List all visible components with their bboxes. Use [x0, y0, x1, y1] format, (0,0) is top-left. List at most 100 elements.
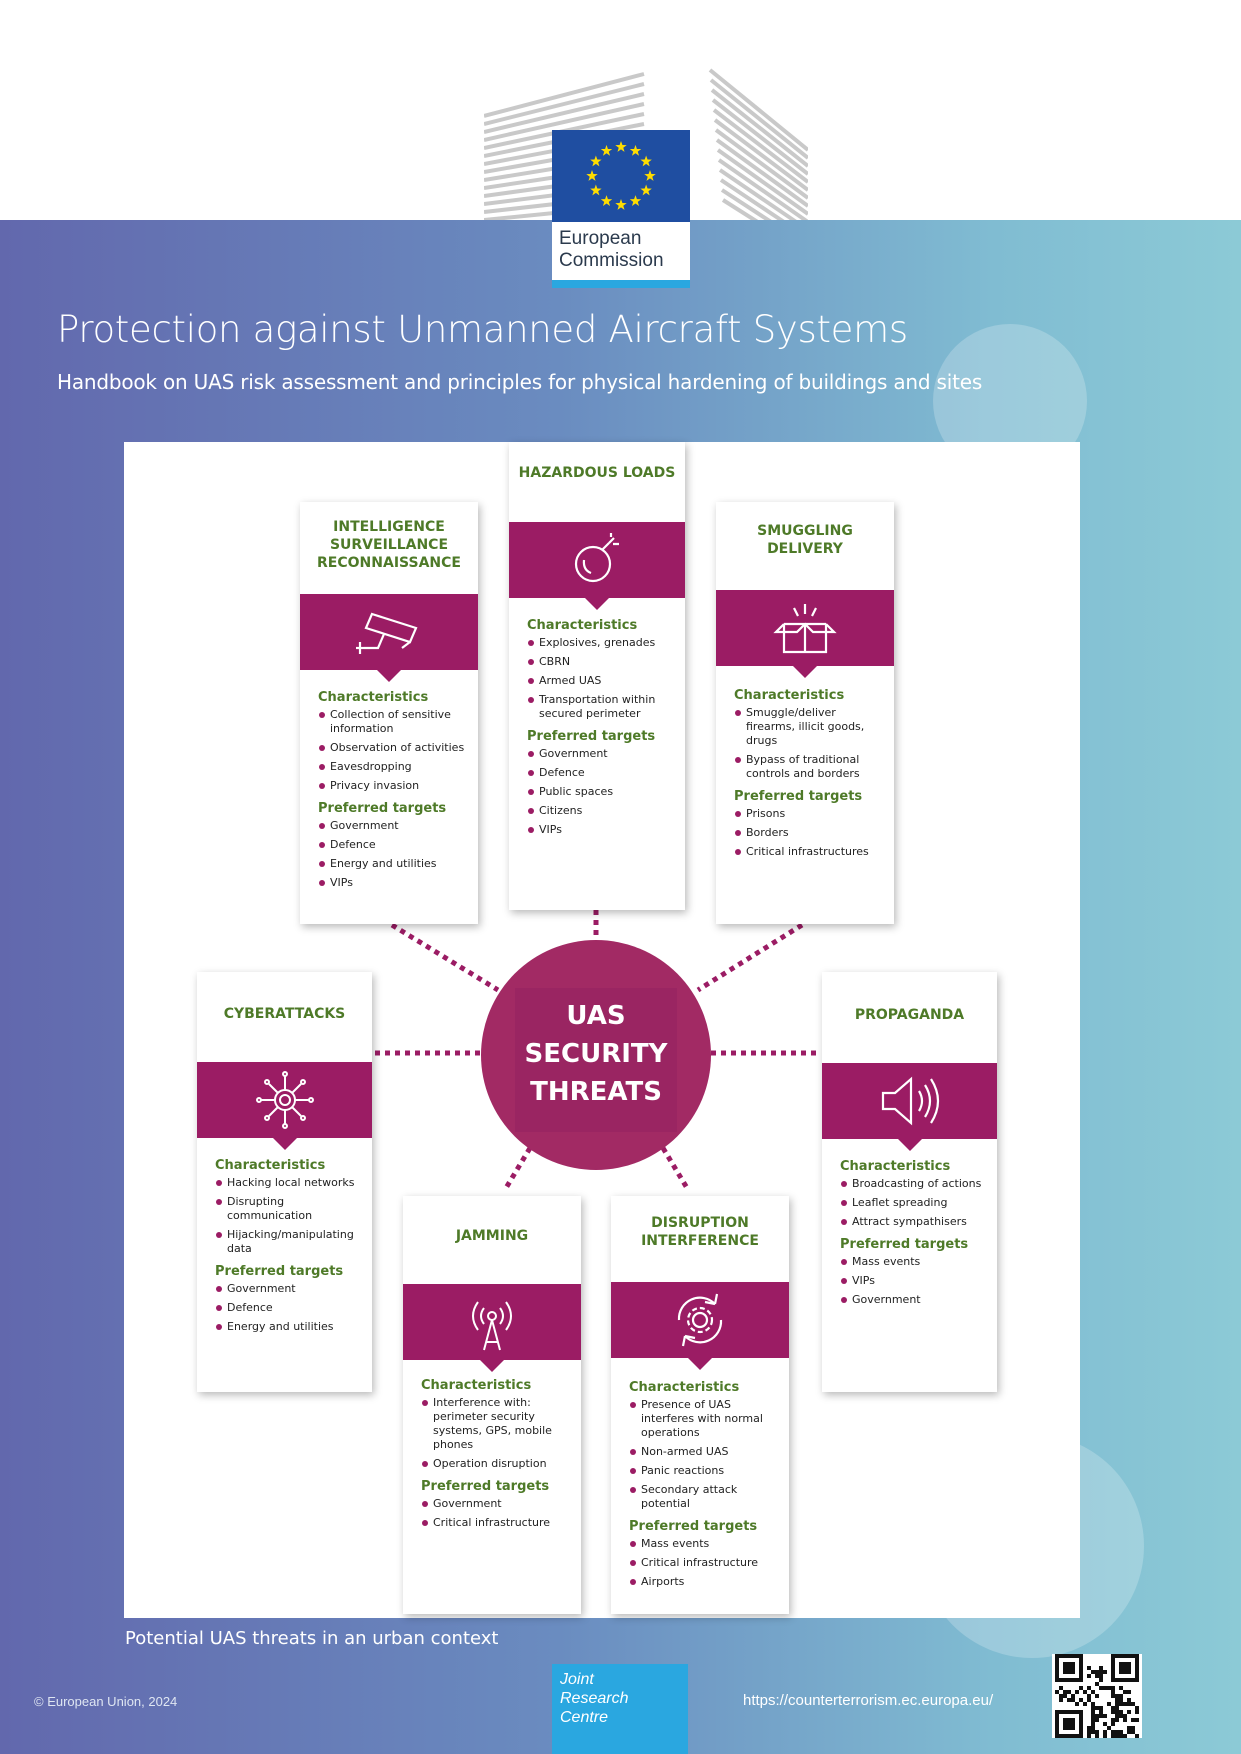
- building-stripe: [713, 118, 808, 192]
- characteristics-list: Smuggle/deliver firearms, illicit goods,…: [734, 706, 886, 781]
- open-box-icon: [773, 604, 837, 654]
- list-item: Critical infrastructure: [629, 1556, 781, 1570]
- list-item: Defence: [527, 766, 677, 780]
- list-item: Broadcasting of actions: [840, 1177, 989, 1191]
- building-stripe: [712, 108, 808, 184]
- list-item: Prisons: [734, 807, 886, 821]
- logo-overlay: European Commission: [552, 130, 690, 288]
- building-stripe: [484, 82, 645, 126]
- list-item: Leaflet spreading: [840, 1196, 989, 1210]
- card-title-line: CYBERATTACKS: [223, 1006, 346, 1022]
- targets-heading: Preferred targets: [421, 1479, 550, 1494]
- characteristics-heading: Characteristics: [629, 1380, 740, 1395]
- list-item: Public spaces: [527, 785, 677, 799]
- center-line-1: UAS: [566, 1001, 626, 1031]
- building-stripe: [484, 92, 645, 134]
- bomb-icon: [574, 533, 619, 583]
- characteristics-list: Presence of UAS interferes with normal o…: [629, 1398, 781, 1511]
- jrc-logo: Joint Research Centre: [552, 1664, 688, 1754]
- list-item: Mass events: [629, 1537, 781, 1551]
- website-link[interactable]: https://counterterrorism.ec.europa.eu/: [743, 1692, 994, 1709]
- list-item: Smuggle/deliver firearms, illicit goods,…: [734, 706, 886, 748]
- eu-star: [615, 199, 627, 210]
- figure-caption: Potential UAS threats in an urban contex…: [125, 1628, 499, 1649]
- characteristics-heading: Characteristics: [527, 618, 638, 633]
- card-icon-band: [300, 594, 478, 682]
- list-item: Energy and utilities: [215, 1320, 364, 1334]
- list-item: Presence of UAS interferes with normal o…: [629, 1398, 781, 1440]
- center-line-3: THREATS: [530, 1077, 662, 1107]
- list-item: VIPs: [318, 876, 470, 890]
- targets-heading: Preferred targets: [734, 789, 863, 804]
- building-stripe: [715, 138, 808, 208]
- qr-code[interactable]: [1052, 1654, 1142, 1738]
- list-item: Borders: [734, 826, 886, 840]
- page-title: Protection against Unmanned Aircraft Sys…: [57, 308, 908, 351]
- eu-star: [629, 144, 642, 156]
- card-icon-band: [403, 1284, 581, 1372]
- logo-wordmark-front: European Commission: [552, 222, 690, 280]
- list-item: Government: [840, 1293, 989, 1307]
- page-subtitle: Handbook on UAS risk assessment and prin…: [57, 370, 983, 394]
- list-item: Interference with: perimeter security sy…: [421, 1396, 573, 1452]
- building-stripe: [711, 98, 808, 176]
- list-item: Armed UAS: [527, 674, 677, 688]
- list-item: Transportation within secured perimeter: [527, 693, 677, 721]
- characteristics-heading: Characteristics: [421, 1378, 532, 1393]
- building-stripe: [710, 88, 808, 168]
- list-item: Bypass of traditional controls and borde…: [734, 753, 886, 781]
- list-item: CBRN: [527, 655, 677, 669]
- logo-underline: [552, 280, 690, 288]
- circuit-target-icon: [255, 1071, 314, 1129]
- list-item: Government: [318, 819, 470, 833]
- targets-heading: Preferred targets: [318, 801, 447, 816]
- list-item: Hijacking/manipulating data: [215, 1228, 364, 1256]
- eu-star: [644, 170, 656, 181]
- list-item: Energy and utilities: [318, 857, 470, 871]
- center-line-2: SECURITY: [524, 1039, 668, 1069]
- card-icon-band: [509, 522, 685, 610]
- list-item: Non-armed UAS: [629, 1445, 781, 1459]
- characteristics-heading: Characteristics: [215, 1158, 326, 1173]
- building-stripe: [717, 158, 808, 224]
- jrc-line-1: Joint: [560, 1671, 594, 1688]
- gear-cycle-icon: [677, 1293, 723, 1347]
- card-title-line: HAZARDOUS LOADS: [518, 465, 676, 481]
- card-title: JAMMING: [403, 1227, 581, 1245]
- card-title-line: DISRUPTION: [651, 1215, 749, 1231]
- list-item: Critical infrastructure: [421, 1516, 573, 1530]
- targets-heading: Preferred targets: [215, 1264, 344, 1279]
- copyright: © European Union, 2024: [34, 1694, 178, 1709]
- building-stripe: [484, 102, 645, 142]
- eu-star: [629, 195, 642, 206]
- eu-star: [600, 144, 613, 156]
- characteristics-heading: Characteristics: [840, 1159, 951, 1174]
- list-item: VIPs: [527, 823, 677, 837]
- targets-heading: Preferred targets: [840, 1237, 969, 1252]
- list-item: Hacking local networks: [215, 1176, 364, 1190]
- card-icon-band: [822, 1063, 997, 1151]
- building-stripe: [709, 78, 808, 160]
- list-item: Observation of activities: [318, 741, 470, 755]
- list-item: Disrupting communication: [215, 1195, 364, 1223]
- list-item: Critical infrastructures: [734, 845, 886, 859]
- eu-star: [615, 141, 627, 152]
- card-title-line: RECONNAISSANCE: [317, 555, 461, 571]
- list-item: Attract sympathisers: [840, 1215, 989, 1229]
- characteristics-heading: Characteristics: [734, 688, 845, 703]
